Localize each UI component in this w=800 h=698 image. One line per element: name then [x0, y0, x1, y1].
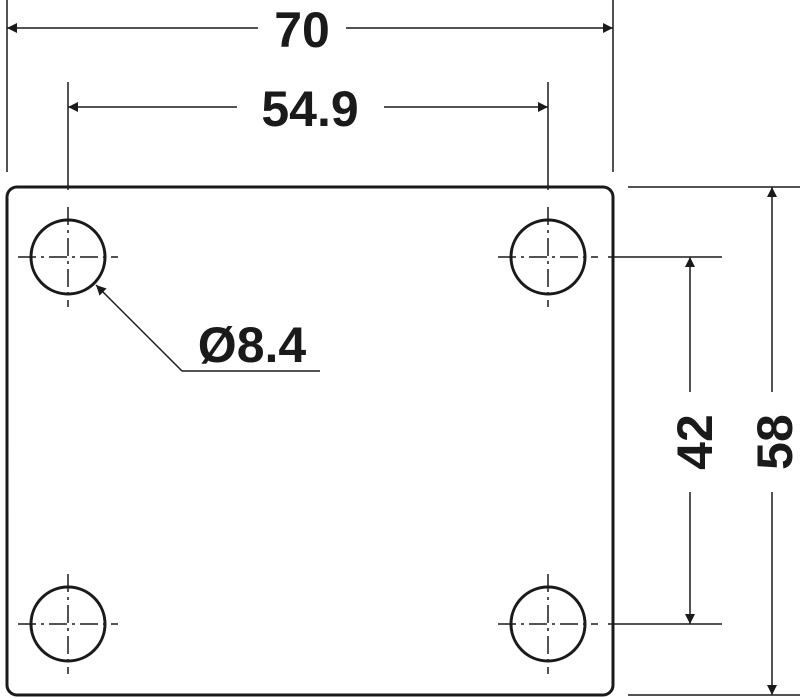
hole-top-left [18, 207, 118, 307]
dim-text-hole-spacing-width: 54.9 [261, 81, 358, 137]
dim-text-overall-height: 58 [747, 414, 800, 470]
plate-outline [5, 185, 615, 697]
dim-text-overall-width: 70 [274, 2, 330, 58]
hole-bottom-left [18, 574, 118, 674]
dim-text-hole-spacing-height: 42 [667, 414, 723, 470]
extension-lines [6, 0, 800, 696]
diameter-leader [95, 284, 320, 372]
dim-text-hole-diameter: Ø8.4 [198, 317, 307, 373]
hole-top-right [498, 207, 598, 307]
hole-bottom-right [498, 574, 598, 674]
